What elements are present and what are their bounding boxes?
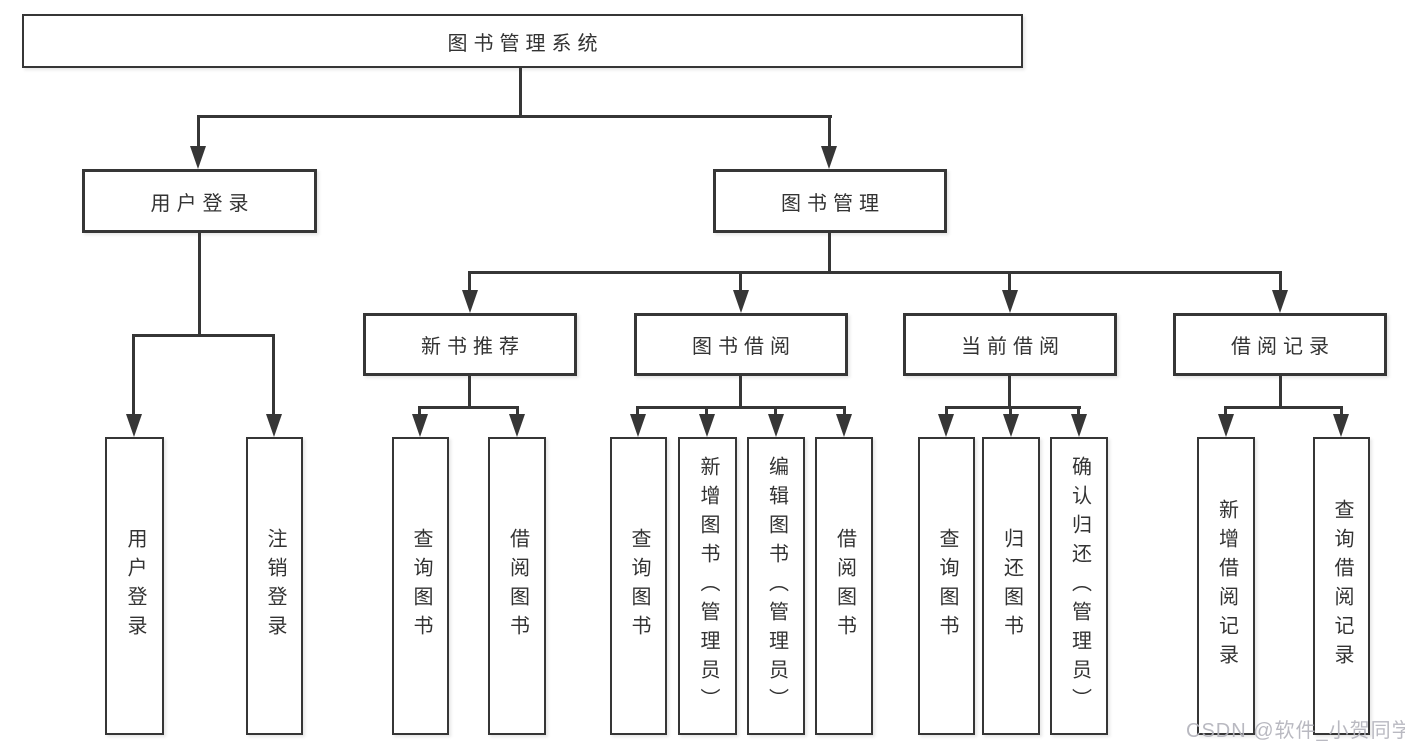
connector-current-borrow-branch (945, 406, 1081, 409)
leaf-cb-return-book: 归还图书 (982, 437, 1040, 735)
leaf-nb-borrow-book: 借阅图书 (488, 437, 546, 735)
connector-current-borrow-trunk (1008, 376, 1011, 409)
node-new-book-recommend: 新书推荐 (363, 313, 577, 376)
arrowhead-bb-leaf1 (630, 414, 646, 437)
arrowhead-book-management (821, 146, 837, 169)
connector-to-leaf-logout (272, 334, 275, 416)
connector-cb-leaf3 (1077, 406, 1080, 418)
connector-to-current-borrow (1008, 271, 1011, 292)
arrowhead-book-borrow (733, 290, 749, 313)
leaf-br-add-record: 新增借阅记录 (1197, 437, 1255, 735)
arrowhead-leaf-logout (266, 414, 282, 437)
leaf-bb-borrow-book: 借阅图书 (815, 437, 873, 735)
arrowhead-cb-leaf1 (938, 414, 954, 437)
leaf-cb-query-book: 查询图书 (918, 437, 975, 735)
connector-bb-leaf4 (843, 406, 846, 418)
connector-to-borrow-records (1279, 271, 1282, 292)
connector-to-leaf-login (132, 334, 135, 416)
connector-borrow-records-branch (1224, 406, 1343, 409)
leaf-user-login: 用户登录 (105, 437, 164, 735)
connector-to-user-login (197, 115, 200, 148)
leaf-bb-edit-book-admin: 编辑图书（管理员） (747, 437, 805, 735)
connector-bb-leaf3 (774, 406, 777, 418)
connector-nb-leaf1 (418, 406, 421, 418)
leaf-bb-add-book-admin: 新增图书（管理员） (678, 437, 737, 735)
connector-br-leaf1 (1224, 406, 1227, 418)
connector-new-book-branch (418, 406, 519, 409)
arrowhead-leaf-login (126, 414, 142, 437)
arrowhead-current-borrow (1002, 290, 1018, 313)
connector-book-borrow-trunk (739, 376, 742, 409)
connector-to-new-book (468, 271, 471, 292)
connector-br-leaf2 (1340, 406, 1343, 418)
arrowhead-cb-leaf3 (1071, 414, 1087, 437)
connector-user-login-branch (132, 334, 275, 337)
node-book-borrow: 图书借阅 (634, 313, 848, 376)
arrowhead-borrow-records (1272, 290, 1288, 313)
connector-book-management-trunk (828, 233, 831, 274)
leaf-br-query-record: 查询借阅记录 (1313, 437, 1370, 735)
connector-new-book-trunk (468, 376, 471, 409)
arrowhead-bb-leaf4 (836, 414, 852, 437)
connector-nb-leaf2 (516, 406, 519, 418)
connector-borrow-records-trunk (1279, 376, 1282, 409)
connector-root-trunk (519, 68, 522, 117)
node-root: 图书管理系统 (22, 14, 1023, 68)
connector-user-login-trunk (198, 233, 201, 337)
connector-to-book-management (828, 115, 831, 148)
node-user-login: 用户登录 (82, 169, 317, 233)
leaf-logout: 注销登录 (246, 437, 303, 735)
arrowhead-cb-leaf2 (1003, 414, 1019, 437)
arrowhead-nb-leaf2 (509, 414, 525, 437)
node-book-management: 图书管理 (713, 169, 947, 233)
arrowhead-user-login (190, 146, 206, 169)
node-current-borrow: 当前借阅 (903, 313, 1117, 376)
connector-bb-leaf1 (636, 406, 639, 418)
arrowhead-br-leaf2 (1333, 414, 1349, 437)
leaf-nb-query-book: 查询图书 (392, 437, 449, 735)
leaf-cb-confirm-return-admin: 确认归还（管理员） (1050, 437, 1108, 735)
node-borrow-records: 借阅记录 (1173, 313, 1387, 376)
arrowhead-bb-leaf2 (699, 414, 715, 437)
connector-cb-leaf1 (945, 406, 948, 418)
arrowhead-new-book (462, 290, 478, 313)
arrowhead-nb-leaf1 (412, 414, 428, 437)
connector-bb-leaf2 (705, 406, 708, 418)
connector-cb-leaf2 (1009, 406, 1012, 418)
connector-to-book-borrow (739, 271, 742, 292)
leaf-bb-query-book: 查询图书 (610, 437, 667, 735)
connector-book-borrow-branch (636, 406, 846, 409)
connector-book-management-branch (468, 271, 1282, 274)
arrowhead-bb-leaf3 (768, 414, 784, 437)
arrowhead-br-leaf1 (1218, 414, 1234, 437)
connector-root-branch (197, 115, 832, 118)
csdn-watermark: CSDN @软件_小贺同学 (1186, 720, 1405, 742)
